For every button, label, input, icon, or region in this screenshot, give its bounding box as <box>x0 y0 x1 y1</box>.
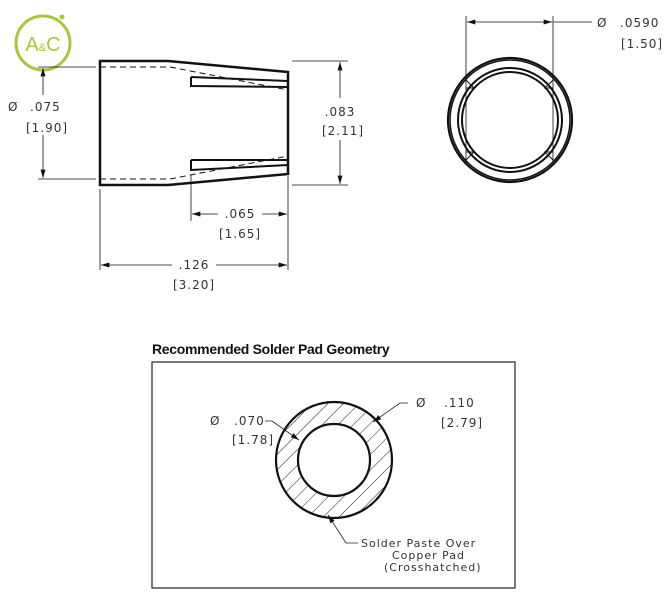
solder-pad-frame <box>151 361 516 589</box>
dim-0590-symbol: Ø <box>597 16 607 30</box>
dim-126-inch: .126 <box>179 258 210 272</box>
side-view <box>38 59 348 270</box>
company-logo: A&C <box>14 14 72 72</box>
solder-pad-title: Recommended Solder Pad Geometry <box>152 341 390 357</box>
dim-110-inch: .110 <box>444 396 475 410</box>
dim-075-symbol: Ø <box>8 100 18 114</box>
note-line-2: Copper Pad <box>392 549 465 562</box>
dim-070-mm: [1.78] <box>232 433 274 447</box>
note-line-3: (Crosshatched) <box>384 561 482 574</box>
dim-070-inch: .070 <box>234 414 265 428</box>
end-view <box>446 16 592 184</box>
logo-text: A&C <box>25 34 60 56</box>
dim-110-symbol: Ø <box>416 396 426 410</box>
dim-0590-mm: [1.50] <box>621 37 663 51</box>
note-line-1: Solder Paste Over <box>361 537 476 550</box>
dim-083-mm: [2.11] <box>322 124 364 138</box>
dim-083-inch: .083 <box>325 105 356 119</box>
dim-110-mm: [2.79] <box>441 416 483 430</box>
solder-pad-ring <box>274 400 394 520</box>
solder-pad-leaders <box>265 402 408 544</box>
dim-0590-inch: .0590 <box>620 16 659 30</box>
dim-065-mm: [1.65] <box>219 227 261 241</box>
dim-075-inch: .075 <box>30 100 61 114</box>
dim-065-inch: .065 <box>225 207 256 221</box>
dim-126-mm: [3.20] <box>173 278 215 292</box>
dim-075-mm: [1.90] <box>26 121 68 135</box>
dim-070-symbol: Ø <box>210 414 220 428</box>
